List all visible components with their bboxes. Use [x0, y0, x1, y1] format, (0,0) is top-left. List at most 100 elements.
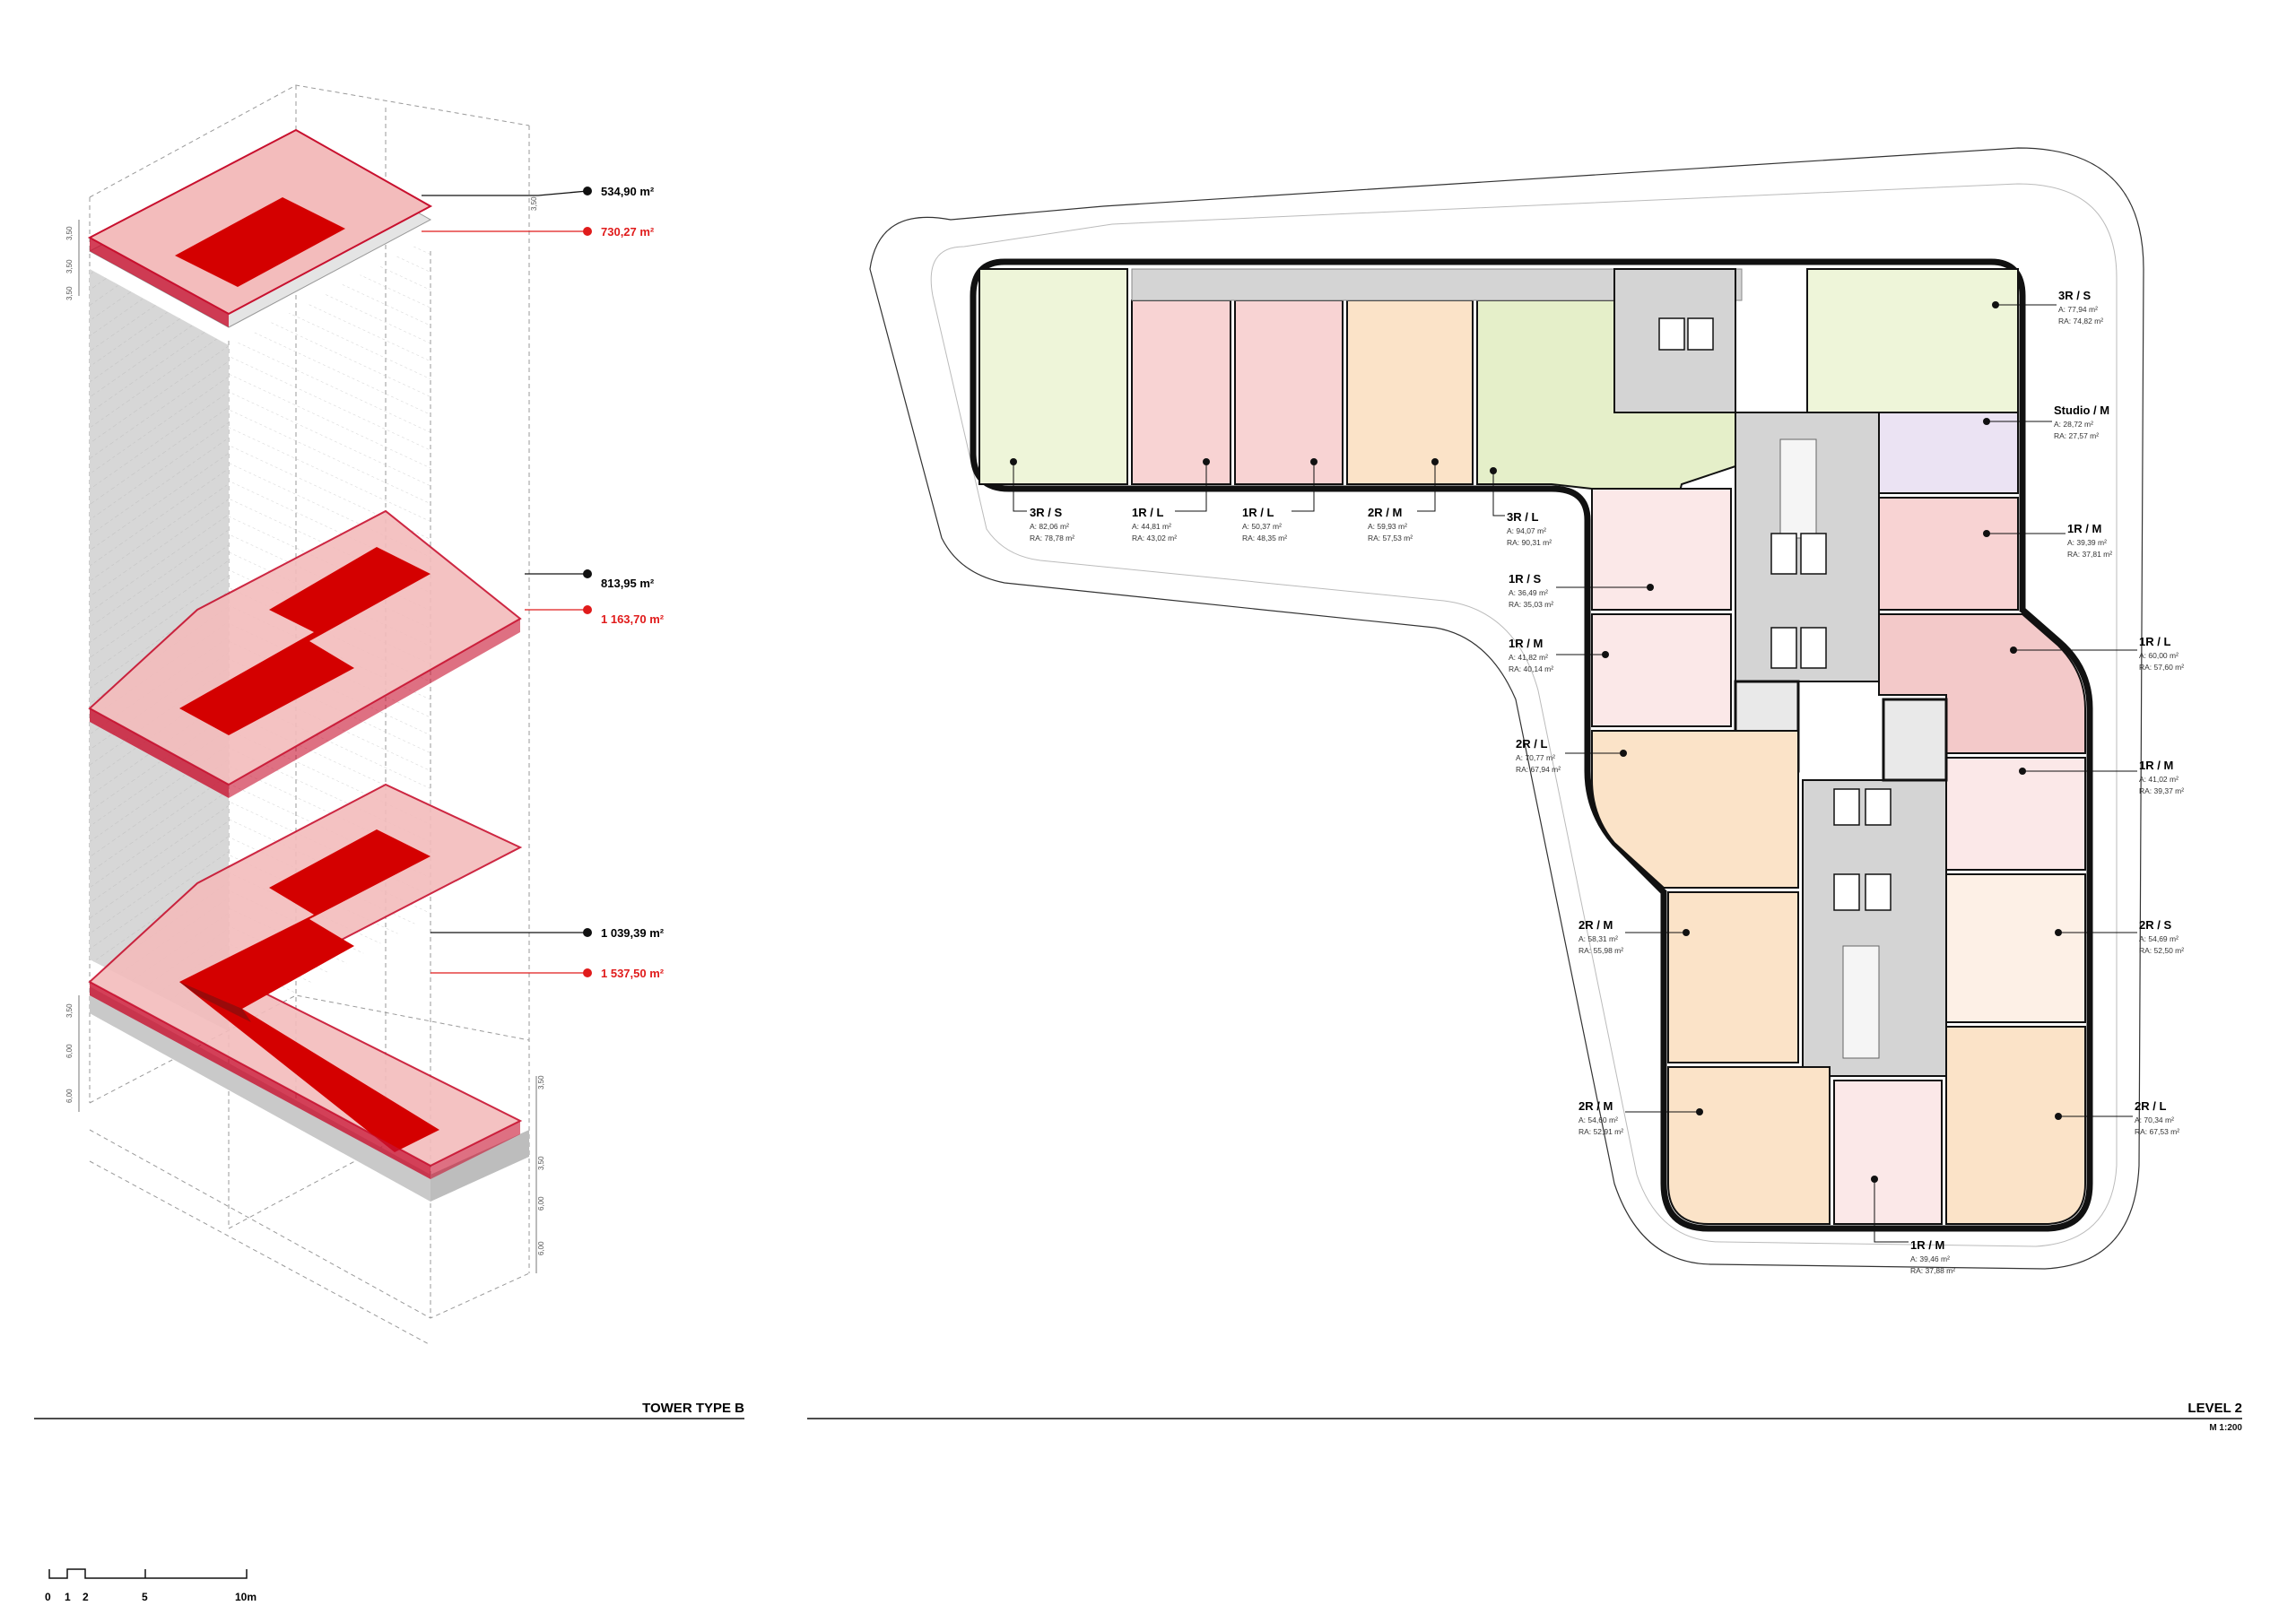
unit-rentable-area: RA: 67,94 m²	[1516, 765, 1561, 774]
unit-type: 3R / S	[2058, 289, 2091, 302]
room-1R-M-west	[1591, 613, 1732, 727]
shaft-b	[1882, 698, 1948, 782]
room-1R-M-east-a	[1878, 497, 2019, 611]
lift-h	[1865, 788, 1892, 826]
lift-g	[1833, 788, 1860, 826]
unit-rentable-area: RA: 90,31 m²	[1507, 538, 1552, 547]
unit-rentable-area: RA: 55,98 m²	[1578, 946, 1623, 955]
tower-axonometric: 3,50 3,50 3,50 3,50 3,50 6,00 6,00 3,50 …	[65, 84, 665, 1346]
drawing-title-left: TOWER TYPE B	[642, 1401, 744, 1416]
drawing-scale: M 1:200	[2209, 1423, 2242, 1433]
area-label-mid-net: 813,95 m²	[601, 577, 655, 590]
lift-d	[1800, 533, 1827, 575]
dim-label: 6,00	[65, 1089, 74, 1103]
stair-block-lower	[1842, 945, 1880, 1059]
area-label-top-gross: 730,27 m²	[601, 225, 655, 239]
unit-rentable-area: RA: 37,81 m²	[2067, 550, 2112, 559]
dim-label: 6,00	[537, 1196, 545, 1211]
unit-rentable-area: RA: 52,91 m²	[1578, 1127, 1623, 1136]
dim-label: 3,50	[65, 286, 74, 300]
room-1R-L-a	[1131, 299, 1231, 485]
unit-rentable-area: RA: 43,02 m²	[1132, 534, 1177, 542]
unit-type: 1R / M	[1910, 1238, 1944, 1252]
unit-type: 1R / M	[1509, 637, 1543, 650]
scale-bar-labels: 0 1 2 5 10m	[45, 1591, 257, 1603]
lift-f	[1800, 627, 1827, 669]
title-block-right: LEVEL 2 M 1:200	[807, 1401, 2242, 1433]
scale-label: 1	[65, 1591, 71, 1603]
unit-area: A: 44,81 m²	[1132, 522, 1171, 531]
unit-type: 1R / L	[1242, 506, 1274, 519]
unit-rentable-area: RA: 74,82 m²	[2058, 317, 2103, 325]
unit-area: A: 54,60 m²	[1578, 1115, 1618, 1124]
unit-area: A: 39,39 m²	[2067, 538, 2107, 547]
unit-rentable-area: RA: 37,88 m²	[1910, 1266, 1955, 1275]
room-2R-M-west-a	[1667, 891, 1799, 1063]
unit-leaders	[1013, 304, 2137, 1243]
unit-area: A: 70,34 m²	[2135, 1115, 2174, 1124]
unit-area: A: 70,77 m²	[1516, 753, 1555, 762]
tower-base-front	[430, 1130, 529, 1202]
unit-area: A: 82,06 m²	[1030, 522, 1069, 531]
dim-label: 3,50	[65, 1003, 74, 1018]
unit-type: 1R / S	[1509, 572, 1541, 586]
room-2R-M-top	[1346, 299, 1474, 485]
unit-rentable-area: RA: 78,78 m²	[1030, 534, 1074, 542]
dim-label: 6,00	[65, 1044, 74, 1058]
unit-rentable-area: RA: 40,14 m²	[1509, 664, 1553, 673]
title-block-left: TOWER TYPE B	[34, 1401, 744, 1419]
unit-type: 2R / L	[2135, 1099, 2166, 1113]
unit-area: A: 41,02 m²	[2139, 775, 2179, 784]
unit-rentable-area: RA: 67,53 m²	[2135, 1127, 2179, 1136]
slab-bottom	[88, 783, 523, 1179]
unit-type: 2R / L	[1516, 737, 1547, 751]
lift-e	[1770, 627, 1797, 669]
area-label-mid-gross: 1 163,70 m²	[601, 612, 665, 626]
lift-j	[1865, 873, 1892, 911]
area-callouts: 534,90 m² 730,27 m² 813,95 m² 1 163,70 m…	[422, 185, 665, 980]
dim-label: 3,50	[537, 1156, 545, 1170]
lift-b	[1687, 317, 1714, 351]
unit-rentable-area: RA: 52,50 m²	[2139, 946, 2184, 955]
unit-type: 1R / L	[1132, 506, 1163, 519]
lift-a	[1658, 317, 1685, 351]
unit-area: A: 58,31 m²	[1578, 934, 1618, 943]
dim-label: 3,50	[65, 226, 74, 240]
lift-c	[1770, 533, 1797, 575]
stair-block	[1779, 438, 1817, 539]
unit-rentable-area: RA: 57,60 m²	[2139, 663, 2184, 672]
slab-top	[87, 128, 433, 328]
unit-type: 1R / M	[2067, 522, 2101, 535]
scale-label: 5	[142, 1591, 148, 1603]
unit-type: 3R / S	[1030, 506, 1062, 519]
area-label-bottom-gross: 1 537,50 m²	[601, 967, 665, 980]
unit-area: A: 39,46 m²	[1910, 1254, 1950, 1263]
room-studio-M	[1878, 412, 2019, 494]
unit-type: 1R / L	[2139, 635, 2170, 648]
drawing-title-right: LEVEL 2	[2187, 1401, 2242, 1416]
unit-type: 2R / S	[2139, 918, 2171, 932]
unit-type: 1R / M	[2139, 759, 2173, 772]
unit-type: 2R / M	[1368, 506, 1402, 519]
unit-type: 3R / L	[1507, 510, 1538, 524]
lift-i	[1833, 873, 1860, 911]
unit-area: A: 77,94 m²	[2058, 305, 2098, 314]
floor-plan	[869, 147, 2144, 1270]
area-label-bottom-net: 1 039,39 m²	[601, 926, 665, 940]
unit-area: A: 50,37 m²	[1242, 522, 1282, 531]
unit-area: A: 59,93 m²	[1368, 522, 1407, 531]
unit-rentable-area: RA: 39,37 m²	[2139, 786, 2184, 795]
dim-label: 3,50	[65, 259, 74, 273]
slab-middle	[88, 509, 522, 798]
unit-type: 2R / M	[1578, 1099, 1613, 1113]
unit-rentable-area: RA: 48,35 m²	[1242, 534, 1287, 542]
area-label-top-net: 534,90 m²	[601, 185, 655, 198]
room-2R-L-west	[1591, 730, 1799, 889]
unit-labels: 3R / S A: 82,06 m² RA: 78,78 m² 1R / L A…	[1030, 289, 2184, 1275]
unit-rentable-area: RA: 35,03 m²	[1509, 600, 1553, 609]
unit-rentable-area: RA: 27,57 m²	[2054, 431, 2099, 440]
room-1R-M-east-b	[1945, 757, 2086, 871]
unit-area: A: 60,00 m²	[2139, 651, 2179, 660]
dim-label: 3,50	[537, 1075, 545, 1089]
